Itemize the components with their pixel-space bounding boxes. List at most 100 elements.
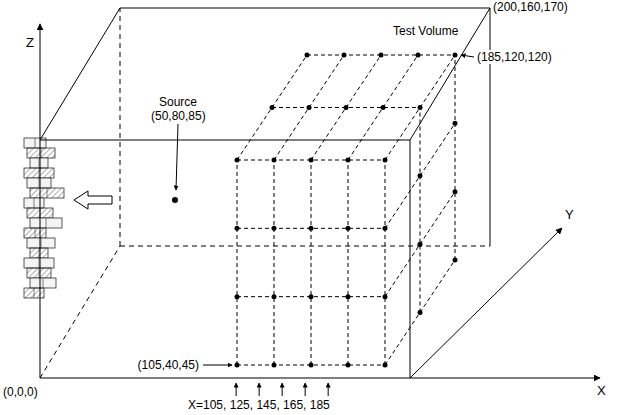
absorber-joint (34, 288, 35, 298)
measurement-point (453, 121, 458, 126)
absorber-joint (39, 168, 40, 178)
source-point (172, 197, 178, 203)
grid-line (420, 108, 421, 313)
source-leader (176, 124, 178, 190)
grid-line (274, 160, 275, 365)
measurement-point (383, 226, 388, 231)
measurement-point (453, 189, 458, 194)
measurement-point (344, 105, 349, 110)
absorber-joint (41, 148, 42, 158)
measurement-point (235, 158, 240, 163)
measurement-point (418, 173, 423, 178)
grid-line (455, 55, 456, 260)
measurement-point (346, 294, 351, 299)
absorber-joint (39, 268, 40, 278)
absorber-joint (47, 188, 48, 198)
measurement-point (235, 294, 240, 299)
measurement-point (272, 226, 277, 231)
measurement-point (381, 105, 386, 110)
measurement-point (235, 363, 240, 368)
grid-line (348, 160, 349, 365)
x-position-arrows (236, 383, 328, 396)
measurement-point (307, 105, 312, 110)
absorber-block (24, 288, 44, 298)
absorber-block (27, 268, 51, 278)
measurement-point (342, 53, 347, 58)
measurement-point (383, 294, 388, 299)
measurement-point (235, 226, 240, 231)
measurement-point (453, 258, 458, 263)
absorber-block (24, 258, 54, 268)
measurement-point (309, 294, 314, 299)
coordinate-label: Source (158, 95, 198, 109)
absorber-joint (35, 228, 36, 238)
measurement-point (309, 226, 314, 231)
coordinate-label: (200,160,170) (492, 0, 569, 14)
measurement-point (272, 158, 277, 163)
measurement-point (309, 158, 314, 163)
measurement-point (383, 158, 388, 163)
coordinate-label: Test Volume (392, 24, 459, 38)
coordinate-label: (50,80,85) (150, 109, 207, 123)
x-arrow (259, 383, 260, 396)
absorber-block (30, 188, 64, 198)
absorber-joint (39, 158, 40, 168)
absorber-joint (46, 218, 47, 228)
absorber-joint (35, 138, 36, 148)
absorber-wall (24, 138, 64, 298)
measurement-point (418, 242, 423, 247)
room-edges (40, 8, 490, 378)
absorber-block (27, 238, 55, 248)
axes (40, 24, 600, 378)
absorber-joint (41, 238, 42, 248)
absorber-block (24, 198, 44, 208)
measurement-point (418, 105, 423, 110)
measurement-point (305, 53, 310, 58)
measurement-point (346, 226, 351, 231)
coordinate-label: (185,120,120) (476, 50, 553, 64)
corner-leader (203, 365, 232, 366)
x-arrow (236, 383, 237, 396)
grid-line (274, 55, 344, 160)
axis-label: Y (564, 208, 575, 222)
direction-arrow (74, 191, 112, 209)
absorber-joint (43, 278, 44, 288)
grid-line (311, 160, 312, 365)
absorber-block (30, 218, 62, 228)
measurement-point (270, 105, 275, 110)
x-arrow (328, 383, 329, 396)
measurement-point (418, 310, 423, 315)
absorber-joint (39, 258, 40, 268)
absorber-block (30, 248, 48, 258)
absorber-block (30, 158, 48, 168)
x-arrow (282, 383, 283, 396)
absorber-block (27, 148, 55, 158)
coordinate-label: (0,0,0) (2, 385, 39, 399)
axis-label: X (596, 384, 607, 398)
absorber-block (24, 228, 46, 238)
absorber-block (30, 278, 56, 288)
absorber-joint (39, 178, 40, 188)
measurement-point (309, 363, 314, 368)
measurement-point (379, 53, 384, 58)
measurement-point (383, 363, 388, 368)
test-volume-grid (235, 53, 458, 368)
measurement-point (346, 363, 351, 368)
absorber-block (27, 178, 51, 188)
absorber-joint (34, 198, 35, 208)
grid-line (237, 160, 238, 365)
absorber-block (24, 168, 54, 178)
axis-label: Z (25, 36, 35, 50)
grid-line (385, 160, 386, 365)
room-hidden-edges (40, 8, 490, 378)
coordinate-label: X=105, 125, 145, 165, 185 (187, 398, 331, 412)
measurement-point (272, 363, 277, 368)
measurement-point (416, 53, 421, 58)
measurement-point (272, 294, 277, 299)
measurement-point (453, 53, 458, 58)
measurement-point (346, 158, 351, 163)
absorber-joint (39, 248, 40, 258)
coordinate-label: (105,40,45) (137, 358, 200, 372)
x-arrow (305, 383, 306, 396)
